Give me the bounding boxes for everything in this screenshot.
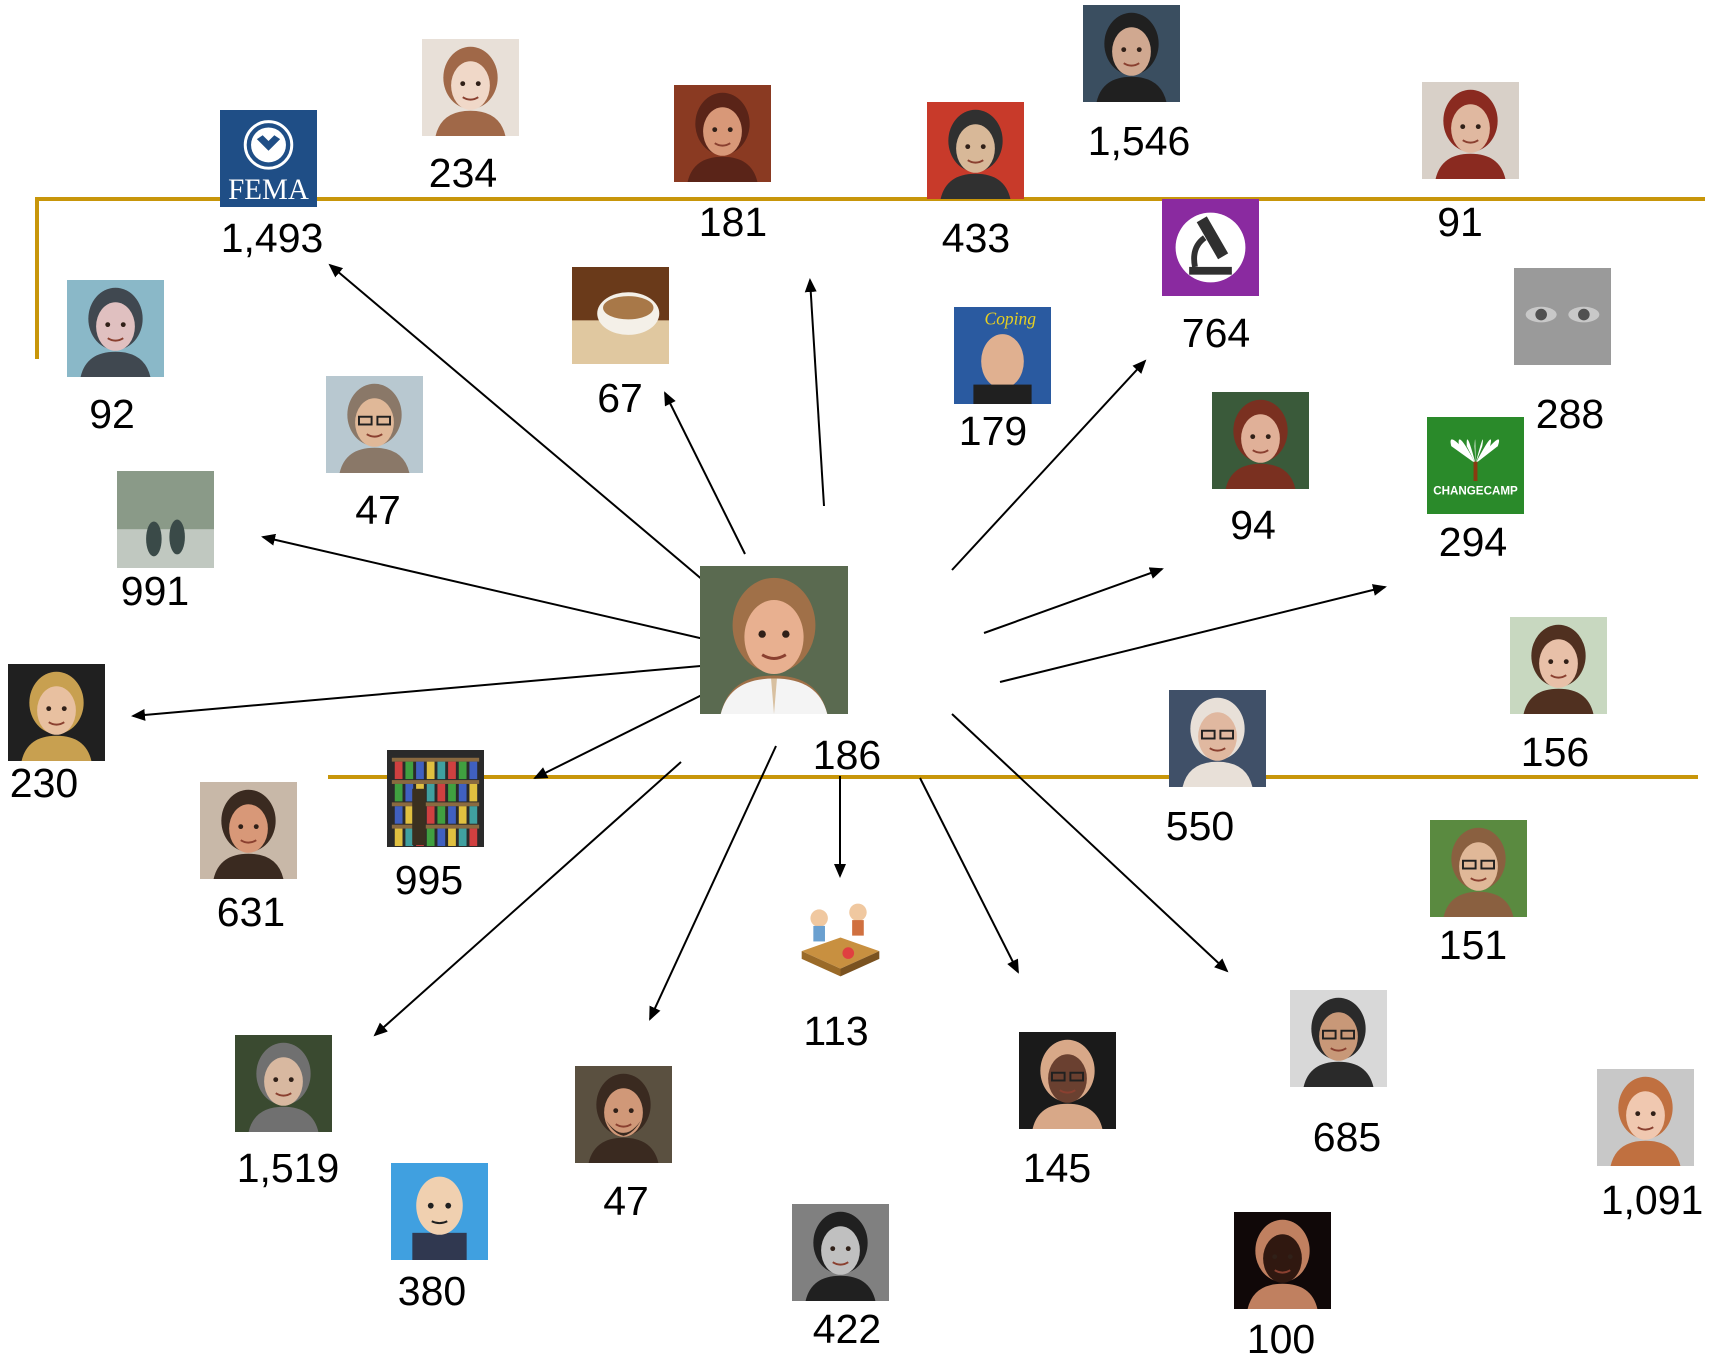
node-man-beard-portrait-icon — [574, 1065, 672, 1163]
edge-arrow-n995 — [533, 681, 729, 779]
node-woman-portrait-icon — [1082, 4, 1180, 102]
edge-arrow-n47b — [649, 745, 777, 1021]
node-woman-portrait-icon — [234, 1034, 332, 1132]
node-count-label: 230 — [9, 760, 79, 806]
node-count-label: 764 — [1181, 310, 1251, 356]
node-count-label: 100 — [1246, 1316, 1316, 1362]
node-sandbox-icon — [791, 890, 889, 988]
node-man-glasses-portrait-icon — [1018, 1031, 1116, 1129]
center-node-count-label: 186 — [812, 732, 882, 778]
node-count-label: 294 — [1438, 519, 1508, 565]
node-count-label: 422 — [812, 1306, 882, 1352]
node-two-men-portrait-icon — [926, 101, 1024, 199]
edge-arrow-n1519 — [373, 761, 682, 1037]
upper-tier-line — [35, 197, 1705, 359]
node-magazine-cover-icon: Coping — [953, 306, 1051, 404]
node-man-bw-photo-icon — [791, 1203, 889, 1301]
node-microscope-icon — [1161, 198, 1259, 296]
node-man-glasses-portrait-icon — [325, 375, 423, 473]
node-man-portrait-icon — [66, 279, 164, 377]
node-bookshelf-photo-icon — [386, 749, 484, 847]
edge-arrow-n685 — [951, 713, 1229, 973]
node-woman-dark-portrait-icon — [1233, 1211, 1331, 1309]
node-count-label: 91 — [1437, 199, 1483, 245]
node-count-label: 685 — [1312, 1114, 1382, 1160]
edge-arrow-n67 — [664, 391, 746, 555]
node-count-label: 288 — [1535, 391, 1605, 437]
edge-arrow-n181 — [804, 278, 825, 507]
node-count-label: 151 — [1438, 922, 1508, 968]
node-changecamp-logo-icon: CHANGECAMP — [1426, 416, 1524, 514]
edge-arrow-n145 — [919, 777, 1019, 974]
tier-separator-lines — [35, 197, 1705, 779]
node-count-label: 995 — [394, 857, 464, 903]
node-count-label: 47 — [603, 1178, 649, 1224]
node-woman-portrait-icon — [7, 663, 105, 761]
node-woman-portrait-icon — [673, 84, 771, 182]
node-woman-portrait-icon — [1211, 391, 1309, 489]
node-fema-logo-icon: FEMA — [219, 109, 317, 207]
node-count-label: 67 — [597, 375, 643, 421]
node-woman-portrait-icon — [1596, 1068, 1694, 1166]
svg-text:Coping: Coping — [984, 308, 1036, 328]
edge-arrow-n230 — [131, 664, 713, 721]
node-woman-glasses-portrait-icon — [1168, 689, 1266, 787]
node-woman-sunglasses-portrait-icon — [1429, 819, 1527, 917]
node-count-label: 631 — [216, 889, 286, 935]
node-count-label: 113 — [803, 1008, 869, 1054]
node-woman-portrait-icon — [1509, 616, 1607, 714]
node-woman-portrait-icon — [421, 38, 519, 136]
svg-text:FEMA: FEMA — [228, 174, 309, 206]
node-count-label: 550 — [1165, 803, 1235, 849]
node-count-label: 92 — [89, 391, 135, 437]
edges — [131, 263, 1387, 1037]
center-node-man-white-shirt-portrait-icon — [700, 566, 848, 714]
node-count-label: 179 — [958, 408, 1028, 454]
edge-arrow-n94 — [983, 567, 1164, 634]
node-count-label: 47 — [355, 487, 401, 533]
edge-arrow-fema — [328, 263, 744, 615]
node-count-label: 94 — [1230, 502, 1276, 548]
node-count-label: 991 — [120, 568, 190, 614]
edge-arrow-n764 — [951, 359, 1147, 571]
node-woman-portrait-icon — [1421, 81, 1519, 179]
node-eyes-closeup-icon — [1513, 267, 1611, 365]
node-count-label: 433 — [941, 215, 1011, 261]
node-man-sunglasses-portrait-icon — [1289, 989, 1387, 1087]
svg-text:CHANGECAMP: CHANGECAMP — [1433, 484, 1518, 497]
node-count-label: 145 — [1022, 1145, 1092, 1191]
node-feet-in-water-photo-icon — [116, 470, 214, 568]
node-count-label: 234 — [428, 150, 498, 196]
node-coffee-cup-icon — [571, 266, 669, 364]
edge-arrow-n294 — [999, 584, 1387, 683]
node-count-label: 1,091 — [1600, 1177, 1704, 1223]
node-man-portrait-icon — [199, 781, 297, 879]
node-count-label: 181 — [698, 199, 768, 245]
edge-arrow-n991 — [261, 533, 731, 646]
node-count-label: 1,519 — [236, 1145, 340, 1191]
node-count-label: 380 — [397, 1268, 467, 1314]
node-count-label: 1,493 — [220, 215, 324, 261]
node-count-label: 1,546 — [1087, 118, 1191, 164]
node-count-label: 156 — [1520, 729, 1590, 775]
node-cartoon-avatar-icon — [390, 1162, 488, 1260]
